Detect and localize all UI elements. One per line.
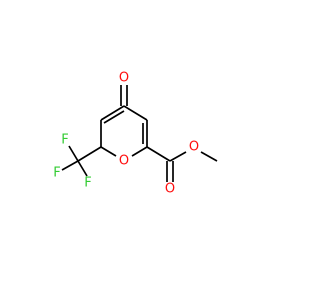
bond-c6-c-ester bbox=[146, 146, 171, 162]
atom-o-ester: O bbox=[189, 140, 199, 155]
bond-cf3-f1 bbox=[61, 160, 79, 171]
bond-o-ring-c2 bbox=[100, 146, 117, 157]
bond-c2-cf3 bbox=[77, 146, 102, 162]
bond-c4-c5 bbox=[123, 105, 148, 121]
bond-c4-c3 bbox=[100, 105, 125, 121]
atom-f2: F bbox=[61, 133, 68, 148]
atom-o-keto: O bbox=[119, 71, 129, 86]
molecule-structure: O O O O F F F bbox=[53, 71, 218, 197]
bond-c4-c3-inner bbox=[103, 110, 125, 124]
atom-o-ring: O bbox=[119, 154, 129, 169]
bond-cf3-f2 bbox=[68, 145, 79, 162]
atom-f1: F bbox=[53, 166, 60, 181]
bond-c-ester-o-ester bbox=[169, 151, 187, 162]
bond-c6-o-ring bbox=[131, 146, 148, 157]
atom-o-carbonyl: O bbox=[165, 182, 175, 197]
bond-o-ester-methyl bbox=[200, 151, 218, 162]
bond-cf3-f3 bbox=[77, 160, 88, 177]
atom-f3: F bbox=[84, 176, 91, 191]
